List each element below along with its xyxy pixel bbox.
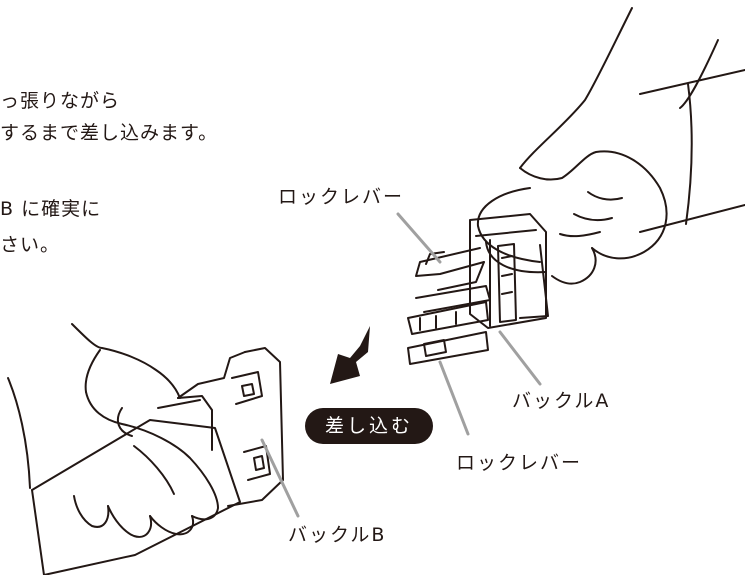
label-buckle-b: バックルB bbox=[288, 524, 387, 546]
instruction-line-1: っ張りながら bbox=[0, 90, 121, 112]
hand-left bbox=[7, 323, 219, 538]
strap-a bbox=[476, 69, 745, 319]
leader-lock-lever-bottom bbox=[438, 360, 470, 436]
label-lock-lever-top: ロックレバー bbox=[278, 186, 405, 208]
instruction-line-2: するまで差し込みます。 bbox=[0, 122, 219, 144]
insert-badge: 差し込む bbox=[305, 408, 433, 444]
leader-buckle-b bbox=[260, 438, 300, 518]
buckle-a-body bbox=[407, 213, 547, 365]
leader-buckle-a bbox=[498, 330, 542, 386]
leader-lines bbox=[260, 212, 542, 518]
leader-lock-lever-top bbox=[396, 212, 442, 264]
instruction-line-3: B に確実に bbox=[0, 198, 102, 220]
label-buckle-a: バックルA bbox=[512, 390, 611, 412]
label-lock-lever-bottom: ロックレバー bbox=[456, 452, 583, 474]
instruction-line-4: さい。 bbox=[0, 234, 61, 256]
arrow-left-down-icon bbox=[330, 326, 370, 384]
hand-right bbox=[519, 7, 719, 285]
buckle-b-body bbox=[31, 347, 284, 575]
